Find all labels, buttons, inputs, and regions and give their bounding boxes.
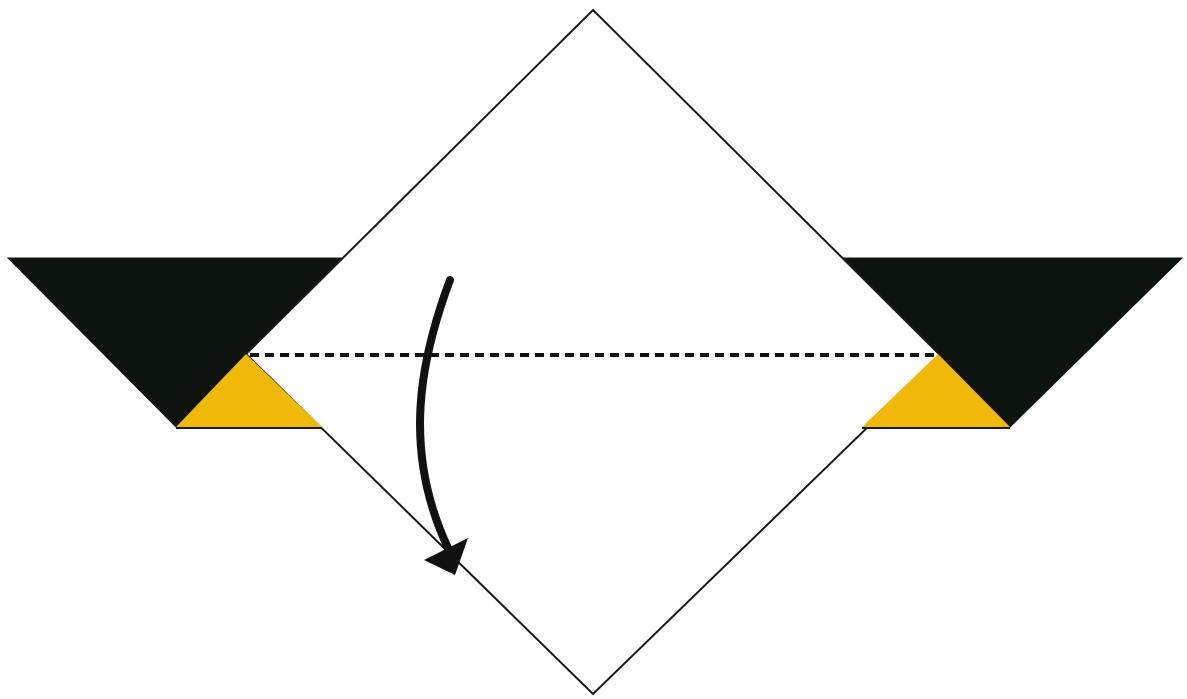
paper-square [246, 10, 941, 694]
